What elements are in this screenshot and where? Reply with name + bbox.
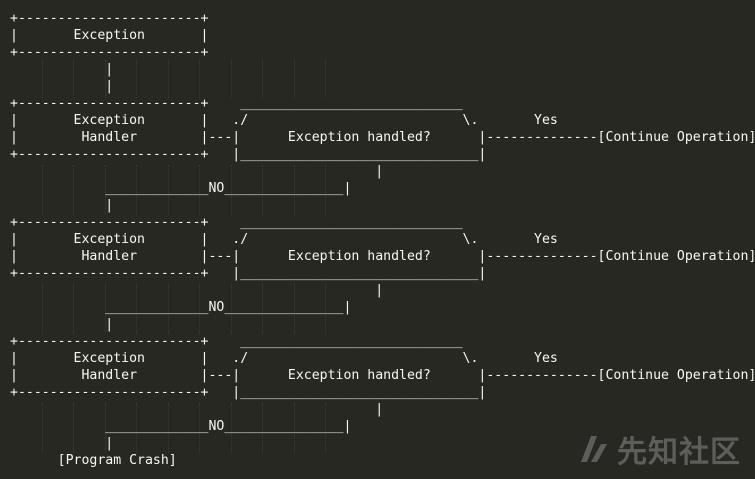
indent-guide-line — [168, 165, 169, 215]
indent-guide-line — [105, 403, 106, 453]
indent-guide-line — [262, 284, 263, 334]
indent-guide-line — [168, 284, 169, 334]
indent-guide-line — [73, 284, 74, 334]
indent-guide-line — [231, 60, 232, 98]
indent-guide-line — [262, 60, 263, 98]
indent-guide-line — [199, 284, 200, 334]
indent-guide-line — [199, 60, 200, 98]
indent-guide-line — [105, 165, 106, 215]
indent-guide-line — [105, 284, 106, 334]
indent-guide-line — [231, 284, 232, 334]
indent-guide-line — [42, 165, 43, 215]
indent-guide-line — [42, 60, 43, 98]
indent-guide-line — [199, 165, 200, 215]
indent-guide-line — [294, 165, 295, 215]
indent-guide-line — [231, 403, 232, 453]
indent-guide-line — [136, 60, 137, 98]
indent-guide-line — [325, 284, 326, 334]
indent-guide-line — [294, 60, 295, 98]
site-watermark: 先知社区 — [577, 427, 741, 471]
indent-guide-line — [42, 284, 43, 334]
indent-guide-line — [262, 403, 263, 453]
indent-guide-line — [294, 284, 295, 334]
indent-guide-line — [136, 284, 137, 334]
indent-guide-line — [73, 403, 74, 453]
exception-flow-ascii-diagram: +-----------------------+ | Exception | … — [10, 11, 755, 468]
indent-guide-line — [325, 403, 326, 453]
indent-guide-line — [73, 60, 74, 98]
indent-guide-line — [168, 403, 169, 453]
indent-guide-line — [294, 403, 295, 453]
indent-guide-line — [136, 403, 137, 453]
indent-guide-line — [73, 165, 74, 215]
indent-guide-line — [42, 403, 43, 453]
indent-guide-line — [105, 60, 106, 98]
indent-guide-line — [262, 165, 263, 215]
xianzhi-logo-icon — [581, 436, 607, 462]
indent-guide-line — [136, 165, 137, 215]
indent-guide-line — [199, 403, 200, 453]
indent-guide-line — [168, 60, 169, 98]
indent-guide-line — [231, 165, 232, 215]
indent-guide-line — [325, 60, 326, 98]
indent-guide-line — [325, 165, 326, 215]
watermark-text: 先知社区 — [617, 435, 741, 470]
